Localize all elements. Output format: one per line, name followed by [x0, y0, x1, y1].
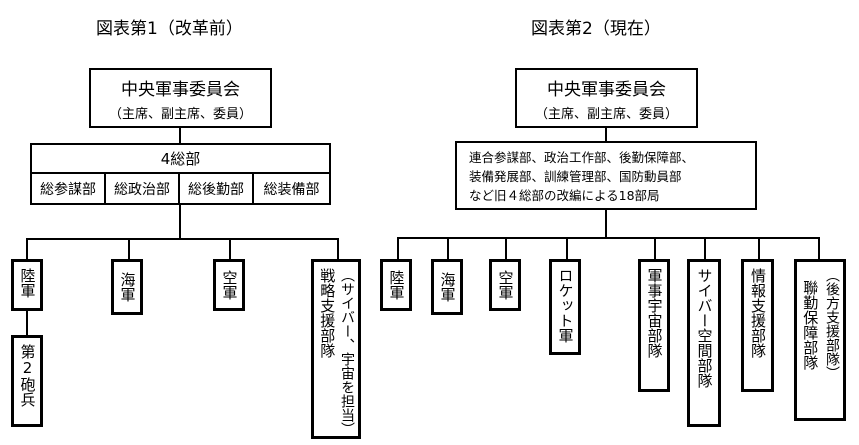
right-joint-logistics-note: （後方支援部隊） [824, 268, 840, 380]
left-second-artillery-box: 第2砲兵 [11, 335, 43, 427]
connector-line [179, 128, 181, 144]
connector-line [758, 237, 760, 260]
connector-line [128, 238, 130, 260]
dept-general-political: 総政治部 [106, 174, 180, 203]
right-cmc-name: 中央軍事委員会 [547, 80, 666, 100]
left-cmc-name: 中央軍事委員会 [121, 80, 240, 100]
right-bureaus-line: 装備発展部、訓練管理部、国防動員部 [469, 169, 682, 184]
connector-line [337, 238, 339, 260]
dept-general-logistics: 総後勤部 [180, 174, 254, 203]
right-airforce-box: 空軍 [489, 259, 521, 311]
connector-line [505, 237, 507, 260]
left-ssf-note: （サイバー、宇宙を担当） [339, 268, 355, 436]
connector-line [26, 238, 338, 240]
connector-line [447, 237, 449, 260]
dept-general-staff: 総参謀部 [32, 174, 106, 203]
left-diagram-title: 図表第1（改革前） [96, 19, 243, 39]
right-cmc-members: （主席、副主席、委員） [534, 107, 678, 122]
dept-general-armament: 総装備部 [263, 181, 320, 198]
connector-line [654, 237, 656, 260]
connector-line [704, 237, 706, 260]
left-cmc-members: （主席、副主席、委員） [108, 107, 252, 122]
right-bureaus-line: 連合参謀部、政治工作部、後勤保障部、 [469, 150, 695, 165]
connector-line [566, 237, 568, 260]
left-army-box: 陸軍 [11, 259, 43, 311]
right-diagram-title: 図表第2（現在） [531, 19, 661, 39]
right-aerospace-force-box: 軍事宇宙部隊 [638, 259, 670, 392]
right-bureaus-line: など旧４総部の改編による18部局 [469, 188, 660, 203]
connector-line [397, 237, 399, 260]
right-joint-logistics-box: （後方支援部隊） 聯勤保障部隊 [794, 259, 846, 421]
connector-line [605, 128, 607, 142]
left-general-departments-label: 4総部 [32, 145, 329, 174]
right-bureaus-box: 連合参謀部、政治工作部、後勤保障部、 装備発展部、訓練管理部、国防動員部 など旧… [455, 141, 757, 210]
left-airforce-box: 空軍 [213, 259, 245, 311]
right-cyberspace-force-box: サイバー空間部隊 [687, 259, 721, 427]
right-info-support-force-box: 情報支援部隊 [741, 259, 774, 392]
left-ssf-name: 戦略支援部隊 [318, 268, 337, 358]
connector-line [179, 205, 181, 239]
right-joint-logistics-name: 聯勤保障部隊 [801, 280, 820, 370]
connector-line [605, 210, 607, 238]
connector-line [26, 238, 28, 260]
right-cmc-box: 中央軍事委員会 （主席、副主席、委員） [515, 68, 698, 128]
connector-line [397, 237, 819, 239]
right-navy-box: 海軍 [431, 259, 463, 315]
left-general-departments-box: 4総部 総参謀部 総政治部 総後勤部 総装備部 [30, 143, 331, 205]
connector-line [818, 237, 820, 260]
left-navy-box: 海軍 [111, 259, 143, 315]
right-army-box: 陸軍 [380, 259, 412, 311]
left-cmc-box: 中央軍事委員会 （主席、副主席、委員） [89, 68, 272, 128]
connector-line [229, 238, 231, 260]
left-ssf-box: （サイバー、宇宙を担当） 戦略支援部隊 [311, 259, 361, 439]
right-rocket-force-box: ロケット軍 [549, 259, 581, 355]
connector-line [26, 311, 28, 336]
